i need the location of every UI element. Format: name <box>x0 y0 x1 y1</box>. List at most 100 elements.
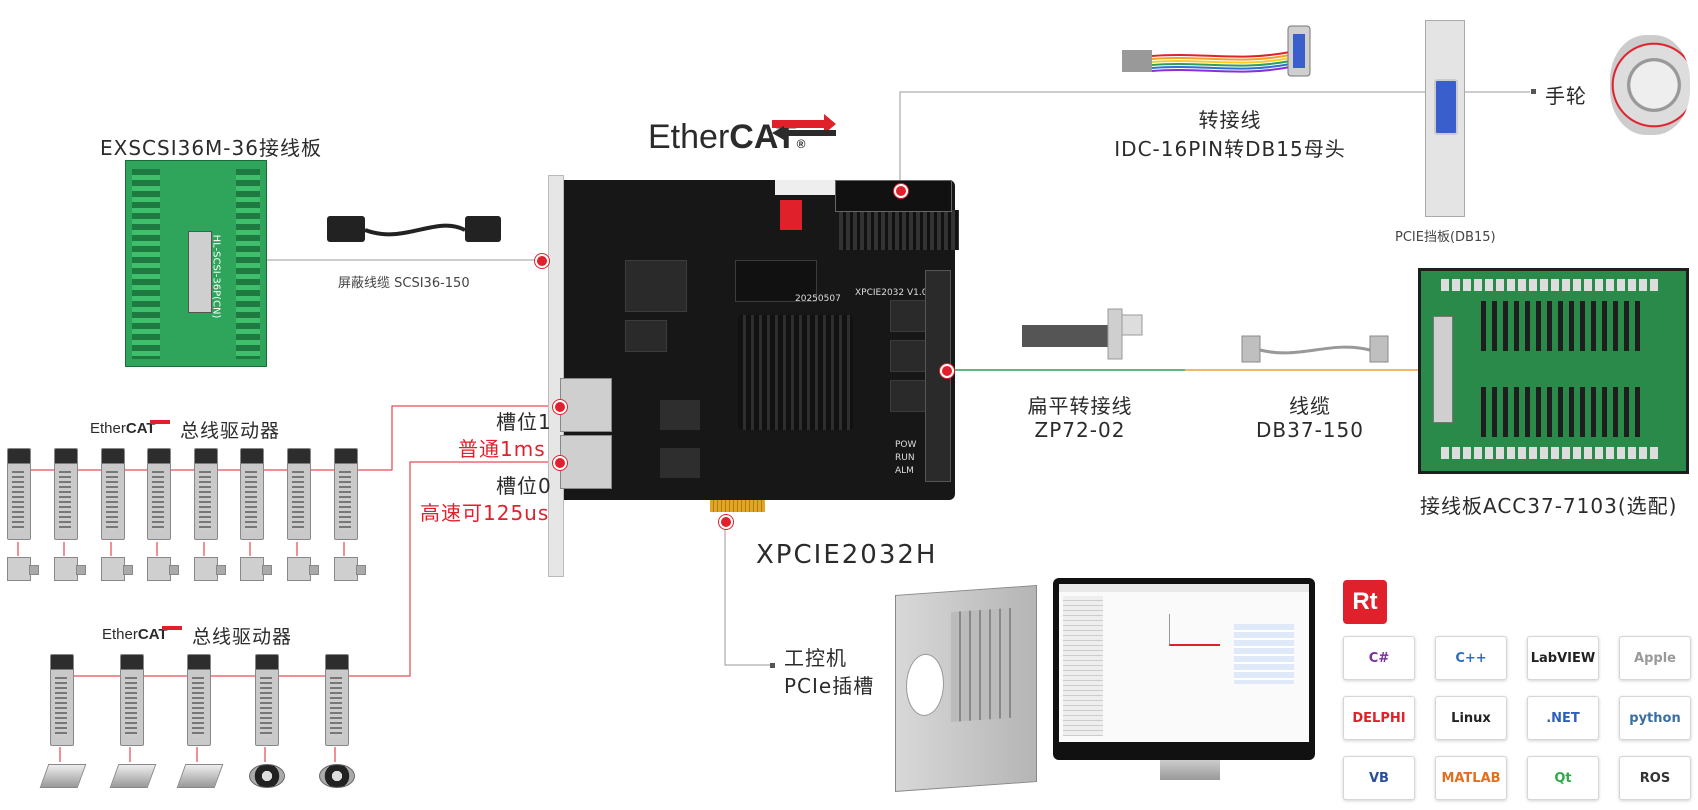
acc37-terminal-board <box>1418 268 1689 474</box>
servo-drive <box>287 448 311 540</box>
scsi-shield-cable-icon <box>327 216 501 242</box>
software-screen <box>1059 584 1309 742</box>
handwheel-label: 手轮 <box>1545 84 1587 108</box>
adapter-sub-label: IDC-16PIN转DB15母头 <box>1114 137 1346 161</box>
db37-cable-icon <box>1241 335 1389 363</box>
card-bracket <box>548 175 564 577</box>
adapter-title-label: 转接线 <box>1198 108 1262 132</box>
servo-motor <box>101 557 133 581</box>
ethercat-logo: EtherCAT® <box>648 118 805 157</box>
servo-drive <box>194 448 218 540</box>
ethercat-small-2-ether: Ether <box>102 626 138 643</box>
slot0-label: 槽位0 <box>496 474 552 498</box>
heatsink <box>738 315 853 430</box>
led-label-run: RUN <box>895 453 915 463</box>
connector-dot-scsi <box>535 254 549 268</box>
connector-dot-slot1 <box>553 400 567 414</box>
ethercat-small-1-cat: CAT <box>125 420 156 437</box>
servo-motor <box>194 557 226 581</box>
pcie-bracket-label: PCIE挡板(DB15) <box>1395 230 1496 245</box>
ethercat-small-2-cat: CAT <box>137 626 168 643</box>
servo-drive <box>101 448 125 540</box>
ethercat-logo-reg: ® <box>796 137 806 151</box>
flat-cable-title-label: 扁平转接线 <box>1027 394 1133 418</box>
dd-motor <box>319 764 355 788</box>
bus-driver-label-2: 总线驱动器 <box>192 626 293 648</box>
servo-motor <box>147 557 179 581</box>
led-label-pow: POW <box>895 440 917 450</box>
software-tile-matlab: MATLAB <box>1435 756 1507 800</box>
software-tile-c: C# <box>1343 636 1415 680</box>
slot1-label: 槽位1 <box>496 410 552 434</box>
led-label-alm: ALM <box>895 466 914 476</box>
ipc-label-1: 工控机 <box>784 646 847 670</box>
software-tile-labview: LabVIEW <box>1527 636 1599 680</box>
servo-drive <box>147 448 171 540</box>
flat-cable-sub-label: ZP72-02 <box>1034 418 1126 442</box>
rt-logo: Rt <box>1343 580 1387 624</box>
servo-drive <box>7 448 31 540</box>
pcie-bracket-db15 <box>1425 20 1465 217</box>
servo-drive <box>120 654 144 746</box>
monitor-stand <box>1160 760 1220 780</box>
connector-dot-flat <box>940 364 954 378</box>
connector-dot-slot0 <box>553 456 567 470</box>
servo-drive <box>54 448 78 540</box>
software-tile-ros: ROS <box>1619 756 1691 800</box>
software-tile-delphi: DELPHI <box>1343 696 1415 740</box>
servo-drive <box>325 654 349 746</box>
software-tile-c: C++ <box>1435 636 1507 680</box>
servo-motor <box>334 557 366 581</box>
software-tile-net: .NET <box>1527 696 1599 740</box>
rj45-port-slot0[interactable] <box>560 435 612 489</box>
ethercat-small-1-ether: Ether <box>90 420 126 437</box>
servo-drive <box>50 654 74 746</box>
db37-cable-sub-label: DB37-150 <box>1256 418 1364 442</box>
rj45-port-slot1[interactable] <box>560 378 612 432</box>
connector-dot-idc <box>894 184 908 198</box>
servo-drive <box>334 448 358 540</box>
servo-drive <box>240 448 264 540</box>
handwheel-icon <box>1610 35 1690 135</box>
software-tile-qt: Qt <box>1527 756 1599 800</box>
software-tile-vb: VB <box>1343 756 1415 800</box>
ethercat-arrows-icon <box>772 114 836 140</box>
exscsi-label: EXSCSI36M-36接线板 <box>100 136 322 160</box>
servo-motor <box>287 557 319 581</box>
software-tile-apple: Apple <box>1619 636 1691 680</box>
model-label: XPCIE2032H <box>756 540 938 570</box>
xpcie2032h-board: 20250507 XPCIE2032 V1.0 POW RUN ALM <box>555 180 959 500</box>
servo-drive <box>187 654 211 746</box>
software-tile-python: python <box>1619 696 1691 740</box>
board-date-text: 20250507 <box>795 294 841 304</box>
rt-logo-text: Rt <box>1352 588 1378 615</box>
pcie-gold-finger <box>710 500 765 512</box>
terminal-board-text: HL-SCSI-36P(CN) <box>210 234 222 319</box>
dd-motor <box>249 764 285 788</box>
flat-adapter-cable-icon <box>1022 308 1143 360</box>
connector-dot-pcie <box>719 515 733 529</box>
servo-motor <box>7 557 39 581</box>
ethercat-logo-small-1: EtherCAT <box>90 420 156 437</box>
shield-cable-label: 屏蔽线缆 SCSI36-150 <box>338 276 470 291</box>
db37-cable-title-label: 线缆 <box>1289 394 1331 418</box>
slot1-speed-label: 普通1ms <box>458 437 546 461</box>
monitor <box>1053 578 1315 760</box>
board-version-text: XPCIE2032 V1.0 <box>855 288 928 298</box>
ethercat-logo-ether: Ether <box>648 118 730 156</box>
industrial-pc <box>895 585 1037 792</box>
servo-motor <box>240 557 272 581</box>
servo-drive <box>255 654 279 746</box>
software-tile-linux: Linux <box>1435 696 1507 740</box>
ipc-label-2: PCIe插槽 <box>784 674 875 698</box>
ethercat-arrow-small-2-icon <box>162 626 182 630</box>
bus-driver-label-1: 总线驱动器 <box>180 420 281 442</box>
slot0-speed-label: 高速可125us <box>420 501 550 525</box>
ethercat-logo-small-2: EtherCAT <box>102 626 168 643</box>
idc-db15-adapter-cable-icon <box>1122 25 1311 77</box>
exscsi36-terminal-board: HL-SCSI-36P(CN) <box>125 160 267 367</box>
acc-board-label: 接线板ACC37-7103(选配) <box>1420 494 1678 518</box>
ethercat-arrow-small-1-icon <box>150 420 170 424</box>
servo-motor <box>54 557 86 581</box>
